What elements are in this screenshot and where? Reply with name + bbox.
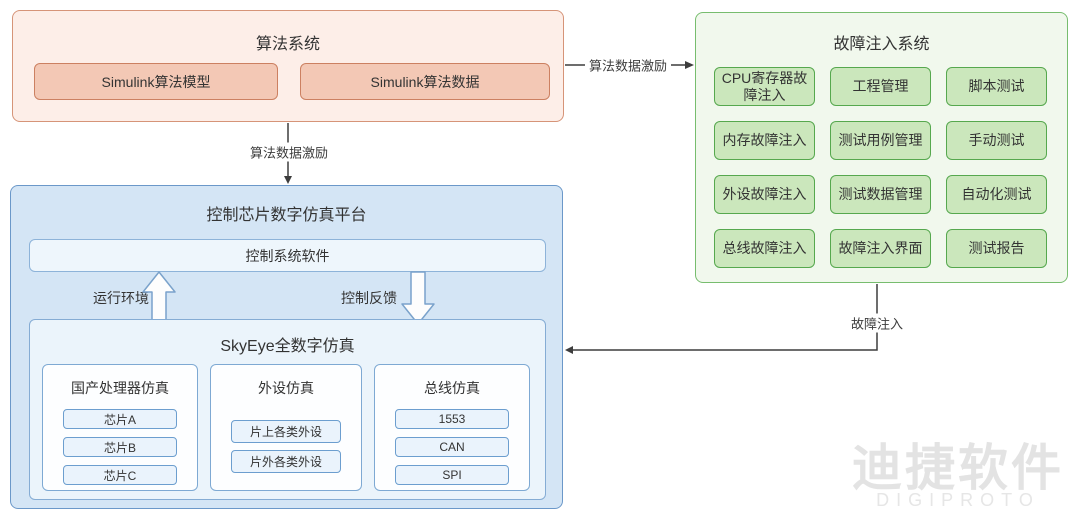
node-bus-fault-injection: 总线故障注入: [714, 229, 815, 268]
algo-system-title: 算法系统: [255, 36, 320, 53]
group-title: 外设仿真: [258, 380, 314, 396]
group-title: 国产处理器仿真: [71, 380, 169, 396]
node-memory-fault-injection: 内存故障注入: [714, 121, 815, 160]
label-fault-injection: 故障注入: [846, 313, 908, 333]
runtime-env-label: 运行环境: [93, 290, 149, 306]
node-bus-spi: SPI: [395, 465, 509, 485]
node-bus-1553: 1553: [395, 409, 509, 429]
node-chip-b: 芯片B: [63, 437, 177, 457]
arrowhead-right-icon: [685, 61, 694, 69]
node-test-report: 测试报告: [946, 229, 1047, 268]
node-simulink-algo-data: Simulink算法数据: [300, 63, 550, 100]
group-bus-sim: 总线仿真 1553 CAN SPI: [374, 364, 530, 491]
fault-injection-system-box: 故障注入系统 CPU寄存器故障注入 工程管理 脚本测试 内存故障注入 测试用例管…: [695, 12, 1068, 283]
node-project-management: 工程管理: [830, 67, 931, 106]
node-control-system-software: 控制系统软件: [29, 239, 546, 272]
node-fault-injection-ui: 故障注入界面: [830, 229, 931, 268]
connector-fault-to-platform: [572, 284, 878, 351]
node-peripheral-fault-injection: 外设故障注入: [714, 175, 815, 214]
label-algo-data-stimulus-vertical: 算法数据激励: [245, 142, 333, 162]
node-chip-a: 芯片A: [63, 409, 177, 429]
node-test-case-management: 测试用例管理: [830, 121, 931, 160]
node-test-data-management: 测试数据管理: [830, 175, 931, 214]
watermark-logo-cn: 迪捷软件: [852, 440, 1064, 496]
arrowhead-down-icon: [284, 176, 292, 184]
node-manual-test: 手动测试: [946, 121, 1047, 160]
fault-injection-system-title: 故障注入系统: [833, 36, 930, 53]
arrowhead-left-icon: [565, 346, 573, 354]
chip-list: 片上各类外设 片外各类外设: [231, 420, 341, 473]
chip-list: 芯片A 芯片B 芯片C: [63, 409, 177, 485]
group-domestic-processor-sim: 国产处理器仿真 芯片A 芯片B 芯片C: [42, 364, 198, 491]
watermark-logo-en: DIGIPROTO: [876, 490, 1040, 510]
skyeye-title: SkyEye全数字仿真: [220, 338, 355, 355]
node-on-chip-peripherals: 片上各类外设: [231, 420, 341, 443]
node-simulink-algo-model: Simulink算法模型: [34, 63, 278, 100]
label-algo-data-stimulus-horizontal: 算法数据激励: [584, 55, 672, 75]
node-chip-c: 芯片C: [63, 465, 177, 485]
node-bus-can: CAN: [395, 437, 509, 457]
chip-list: 1553 CAN SPI: [395, 409, 509, 485]
node-script-test: 脚本测试: [946, 67, 1047, 106]
control-chip-platform-title: 控制芯片数字仿真平台: [206, 207, 367, 224]
node-off-chip-peripherals: 片外各类外设: [231, 450, 341, 473]
node-cpu-register-fault-injection: CPU寄存器故障注入: [714, 67, 815, 106]
skyeye-simulation-box: SkyEye全数字仿真 国产处理器仿真 芯片A 芯片B 芯片C 外设仿真 片上各…: [29, 319, 546, 500]
group-peripheral-sim: 外设仿真 片上各类外设 片外各类外设: [210, 364, 362, 491]
node-automated-test: 自动化测试: [946, 175, 1047, 214]
algo-system-box: 算法系统 Simulink算法模型 Simulink算法数据: [12, 10, 564, 122]
control-feedback-label: 控制反馈: [341, 290, 397, 306]
fault-injection-grid: CPU寄存器故障注入 工程管理 脚本测试 内存故障注入 测试用例管理 手动测试 …: [714, 67, 1047, 268]
group-title: 总线仿真: [424, 380, 480, 396]
control-chip-platform-box: 控制芯片数字仿真平台 控制系统软件 运行环境 控制反馈 SkyEye全数字仿真 …: [10, 185, 563, 509]
